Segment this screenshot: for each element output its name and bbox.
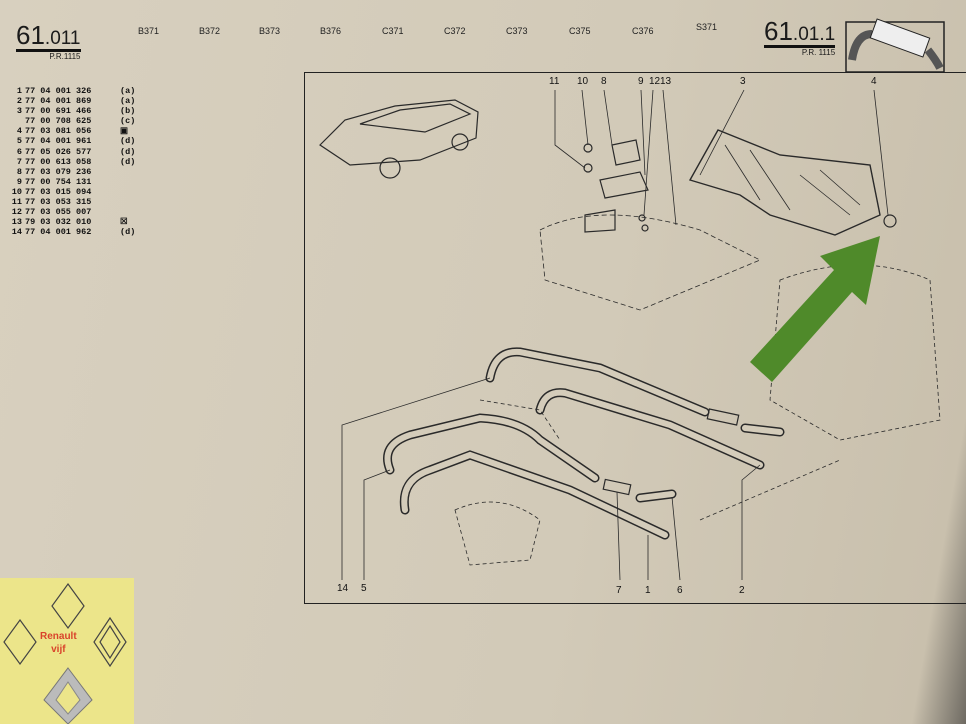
part-ref: 77 00 613 058 xyxy=(25,156,92,167)
model-code: S371 xyxy=(696,22,718,32)
renault-vijf-logo: Renault vijf xyxy=(0,578,134,724)
ref-main: 61 xyxy=(764,16,793,46)
callout-number: 11 xyxy=(549,76,560,87)
callout-number: 7 xyxy=(616,585,622,596)
ref-sub: .01.1 xyxy=(792,24,836,45)
model-code: C376 xyxy=(632,26,654,36)
callout-number: 5 xyxy=(361,583,367,594)
part-ref: 77 03 015 094 xyxy=(25,186,92,197)
part-ref: 77 04 001 962 xyxy=(25,227,92,238)
part-no: 13 xyxy=(11,217,22,228)
part-no: 8 xyxy=(16,166,22,177)
callout-number: 4 xyxy=(871,76,877,87)
callout-number: 8 xyxy=(601,76,607,87)
callout-number: 2 xyxy=(739,585,745,596)
parts-list-row: 77 00 708 625 (c) xyxy=(8,116,143,126)
page-reference-left: 61.011 P.R.1115 xyxy=(16,20,81,61)
part-no: 14 xyxy=(11,227,22,238)
part-no: 11 xyxy=(11,197,22,208)
part-ref: 77 04 001 326 xyxy=(25,86,92,96)
part-ref: 77 03 079 236 xyxy=(25,166,92,177)
part-no: 5 xyxy=(16,136,22,147)
logo-line1: Renault xyxy=(40,631,77,642)
model-code: C375 xyxy=(569,26,591,36)
part-ref: 79 03 032 010 xyxy=(25,217,92,228)
callout-number: 1 xyxy=(645,585,651,596)
part-no: 3 xyxy=(16,106,22,117)
model-code: C373 xyxy=(506,26,528,36)
model-code: C372 xyxy=(444,26,466,36)
part-ref: 77 00 754 131 xyxy=(25,176,92,187)
callout-number: 3 xyxy=(740,76,746,87)
ref-main: 61 xyxy=(16,20,45,50)
ref-underline xyxy=(16,49,81,52)
part-ref: 77 03 081 056 xyxy=(25,126,92,137)
part-no: 10 xyxy=(11,186,22,197)
part-no: 9 xyxy=(16,176,22,187)
ref-sub: .011 xyxy=(44,28,81,49)
model-code: B372 xyxy=(199,26,221,36)
callout-number: 14 xyxy=(337,583,349,594)
model-code: C371 xyxy=(382,26,404,36)
page-reference-right: 61.01.1 P.R. 1115 xyxy=(764,16,836,57)
part-note: (c) xyxy=(120,116,136,127)
model-code: B371 xyxy=(138,26,160,36)
ref-pr: P.R.1115 xyxy=(49,52,81,61)
part-no: 4 xyxy=(16,126,22,137)
part-note: ▣ xyxy=(120,126,129,137)
part-note: (a) xyxy=(120,86,136,96)
callout-number: 9 xyxy=(638,76,644,87)
part-ref: 77 03 053 315 xyxy=(25,197,92,208)
part-ref: 77 00 691 466 xyxy=(25,106,92,117)
part-note: (d) xyxy=(120,146,136,157)
car-illustration xyxy=(319,99,479,166)
callout-number: 13 xyxy=(660,76,672,87)
exploded-diagram xyxy=(304,72,966,604)
part-ref: 77 03 055 007 xyxy=(25,207,92,218)
part-no: 12 xyxy=(11,207,22,218)
callout-number: 12 xyxy=(649,76,661,87)
ref-pr: P.R. 1115 xyxy=(801,48,836,57)
part-note: (d) xyxy=(120,156,136,167)
part-note: ☒ xyxy=(120,217,128,228)
model-code: B373 xyxy=(259,26,281,36)
part-no: 6 xyxy=(16,146,22,157)
part-note: (a) xyxy=(120,96,136,107)
logo-line2: vijf xyxy=(51,644,66,655)
callout-number: 10 xyxy=(577,76,589,87)
model-code: B376 xyxy=(320,26,342,36)
part-note: (b) xyxy=(120,106,136,117)
part-note: (d) xyxy=(120,227,136,238)
green-arrow-indicator xyxy=(750,236,880,382)
part-ref: 77 05 026 577 xyxy=(25,146,92,157)
ref-underline xyxy=(764,45,836,48)
part-ref: 77 04 001 869 xyxy=(25,96,92,107)
renault-emblems xyxy=(3,582,127,724)
part-note: (d) xyxy=(120,136,136,147)
part-no: 2 xyxy=(16,96,22,107)
callout-number: 6 xyxy=(677,585,683,596)
part-ref: 77 04 001 961 xyxy=(25,136,92,147)
part-no: 1 xyxy=(16,86,22,96)
part-no: 7 xyxy=(16,156,22,167)
part-ref: 77 00 708 625 xyxy=(25,116,92,127)
